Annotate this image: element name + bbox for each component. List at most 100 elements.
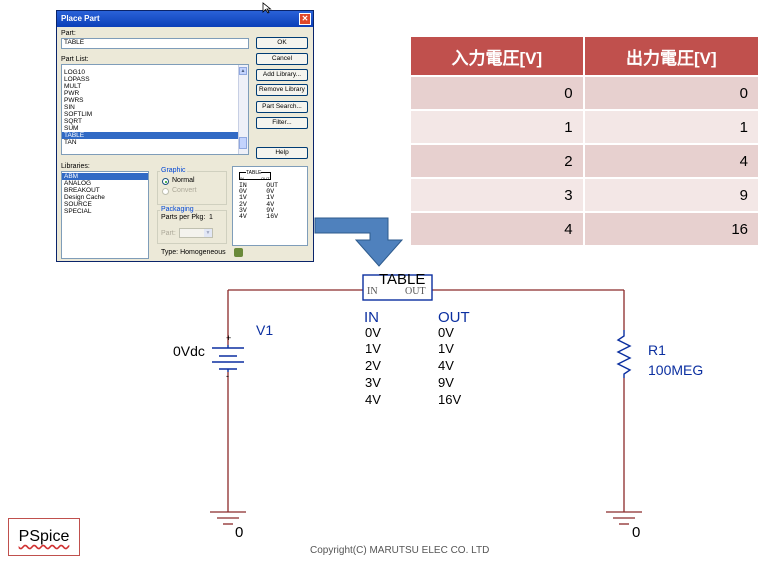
input-cell: 4 (411, 211, 583, 245)
in-value: 2V (365, 358, 381, 373)
out-value: 1V (438, 341, 454, 356)
table-row: 0 0 (411, 75, 758, 109)
library-list-item[interactable]: Design Cache (64, 194, 105, 201)
resistor-name: R1 (648, 342, 666, 358)
library-list-item[interactable]: BREAKOUT (64, 187, 100, 194)
in-value: 4V (365, 392, 381, 407)
part-list-item[interactable]: LOG10 (64, 69, 85, 76)
header-output-voltage: 出力電圧[V] (582, 37, 758, 75)
ground-left-label: 0 (235, 524, 244, 541)
chevron-down-icon: ▼ (204, 229, 212, 237)
packaging-label: Packaging (160, 206, 195, 213)
copyright-footer: Copyright(C) MARUTSU ELEC CO. LTD (310, 545, 490, 556)
part-list-item[interactable]: SUM (64, 125, 79, 132)
preview-pin-in: IN (240, 176, 244, 181)
preview-text: IN OUT 0V 0V 1V 1V 2V 4V 3V 9V 4V 16V (239, 182, 279, 221)
part-list-item[interactable]: MULT (64, 83, 82, 90)
output-cell: 1 (582, 109, 758, 143)
output-cell: 0 (582, 75, 758, 109)
part-icon (234, 248, 243, 257)
place-part-dialog: Place Part ✕ Part: TABLE Part List: LOG1… (56, 10, 314, 262)
part-list-item[interactable]: TABLE (62, 132, 239, 139)
part-input-value: TABLE (64, 39, 85, 46)
in-value: 3V (365, 375, 381, 390)
in-value: 0V (365, 325, 381, 340)
part-list-item[interactable]: SOFTLIM (64, 111, 93, 118)
library-list-item[interactable]: SOURCE (64, 201, 92, 208)
input-cell: 1 (411, 109, 583, 143)
source-value: 0Vdc (173, 343, 205, 359)
preview-pin-out: OUT (261, 176, 270, 181)
part-list-label: Part List: (61, 56, 89, 63)
pspice-badge-text: PSpice (18, 528, 70, 545)
source-name: V1 (256, 322, 274, 338)
library-list-item[interactable]: ANALOG (64, 180, 92, 187)
part-select[interactable]: ▼ (179, 228, 213, 238)
part-list-item[interactable]: SIN (64, 104, 75, 111)
graphic-group (157, 171, 227, 205)
table-row: 2 4 (411, 143, 758, 177)
input-cell: 3 (411, 177, 583, 211)
library-list-item[interactable]: SPECIAL (64, 208, 92, 215)
library-list-item[interactable]: ABM (62, 173, 148, 180)
parts-per-pkg-value: 1 (209, 214, 213, 221)
table-row: 1 1 (411, 109, 758, 143)
cursor-icon (262, 2, 272, 14)
table-row: 3 9 (411, 177, 758, 211)
part-list-item[interactable]: LOPASS (64, 76, 90, 83)
table-pin-in: IN (367, 286, 378, 297)
in-column-header: IN (364, 309, 379, 326)
ok-button[interactable]: OK (256, 37, 308, 49)
input-cell: 2 (411, 143, 583, 177)
header-input-voltage: 入力電圧[V] (411, 37, 583, 75)
table-row: 4 16 (411, 211, 758, 245)
filter-button[interactable]: Filter... (256, 117, 308, 129)
input-cell: 0 (411, 75, 583, 109)
type-label: Type: Homogeneous (161, 249, 226, 256)
cancel-button[interactable]: Cancel (256, 53, 308, 65)
normal-radio[interactable] (162, 178, 169, 185)
part-search-button[interactable]: Part Search... (256, 101, 308, 113)
source-plus: + (226, 333, 232, 343)
out-value: 0V (438, 325, 454, 340)
in-value: 1V (365, 341, 381, 356)
out-value: 16V (438, 392, 462, 407)
convert-radio-label: Convert (172, 187, 197, 194)
out-column-header: OUT (438, 309, 470, 326)
parts-per-pkg-label: Parts per Pkg: (161, 214, 206, 221)
source-minus: - (226, 371, 229, 381)
arrow-icon (314, 217, 404, 267)
table-part-name: TABLE (379, 271, 426, 288)
output-cell: 4 (582, 143, 758, 177)
help-button[interactable]: Help (256, 147, 308, 159)
out-value: 9V (438, 375, 454, 390)
part-input[interactable]: TABLE (61, 38, 249, 49)
scroll-thumb[interactable] (239, 137, 247, 149)
normal-radio-label: Normal (172, 177, 195, 184)
out-value: 4V (438, 358, 454, 373)
part-select-label: Part: (161, 230, 176, 237)
table-pin-out: OUT (405, 286, 426, 297)
pspice-badge: PSpice (8, 518, 80, 556)
part-list-item[interactable]: PWRS (64, 97, 84, 104)
part-list-scrollbar[interactable]: ▲ (238, 65, 248, 154)
part-list-item[interactable]: PWR (64, 90, 80, 97)
part-list-item[interactable]: TAN (64, 139, 77, 146)
remove-library-button[interactable]: Remove Library (256, 84, 308, 96)
voltage-table: 入力電圧[V] 出力電圧[V] 0 0 1 1 2 4 3 9 4 16 (411, 37, 758, 245)
scroll-up-icon[interactable]: ▲ (239, 67, 247, 75)
ground-right-label: 0 (632, 524, 641, 541)
part-label: Part: (61, 30, 76, 37)
output-cell: 9 (582, 177, 758, 211)
preview-table-name: TABLE (246, 170, 262, 176)
part-list-item[interactable]: SQRT (64, 118, 82, 125)
convert-radio[interactable] (162, 188, 169, 195)
close-icon[interactable]: ✕ (299, 13, 311, 25)
output-cell: 16 (582, 211, 758, 245)
add-library-button[interactable]: Add Library... (256, 69, 308, 81)
